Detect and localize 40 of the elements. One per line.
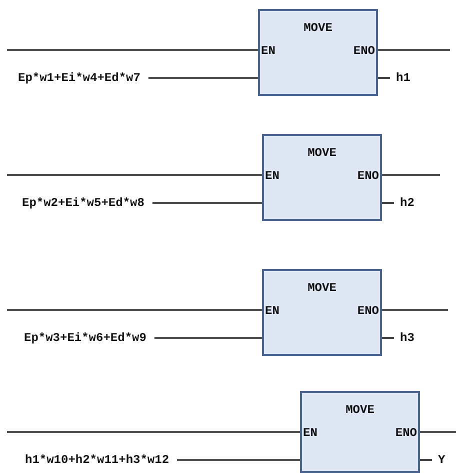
- pin-label: ENO: [357, 304, 379, 318]
- block-title: MOVE: [346, 403, 374, 417]
- block-title: MOVE: [308, 146, 336, 160]
- connection-line: [7, 431, 300, 433]
- connection-line: [420, 459, 432, 461]
- input-expression: h1*w10+h2*w11+h3*w12: [25, 453, 170, 467]
- connection-line: [382, 337, 394, 339]
- block-title: MOVE: [308, 281, 336, 295]
- connection-line: [7, 309, 262, 311]
- input-expression: Ep*w1+Ei*w4+Ed*w7: [18, 71, 140, 85]
- connection-line: [382, 309, 448, 311]
- pin-label: ENO: [357, 169, 379, 183]
- pin-label: EN: [265, 304, 280, 318]
- output-variable: Y: [438, 453, 446, 467]
- pin-label: EN: [265, 169, 280, 183]
- connection-line: [7, 174, 262, 176]
- block-title: MOVE: [304, 21, 332, 35]
- connection-line: [378, 77, 390, 79]
- input-expression: Ep*w2+Ei*w5+Ed*w8: [22, 196, 144, 210]
- function-block: [262, 134, 382, 221]
- pin-label: EN: [261, 44, 276, 58]
- connection-line: [154, 337, 262, 339]
- connection-line: [152, 202, 262, 204]
- connection-line: [148, 77, 258, 79]
- pin-label: ENO: [353, 44, 375, 58]
- connection-line: [378, 49, 450, 51]
- connection-line: [382, 174, 440, 176]
- connection-line: [7, 49, 258, 51]
- connection-line: [420, 431, 456, 433]
- connection-line: [382, 202, 394, 204]
- output-variable: h1: [396, 71, 410, 85]
- function-block: [258, 9, 378, 96]
- connection-line: [177, 459, 300, 461]
- pin-label: ENO: [395, 426, 417, 440]
- output-variable: h3: [400, 331, 414, 345]
- function-block: [300, 391, 420, 473]
- input-expression: Ep*w3+Ei*w6+Ed*w9: [24, 331, 146, 345]
- output-variable: h2: [400, 196, 414, 210]
- function-block: [262, 269, 382, 356]
- pin-label: EN: [303, 426, 318, 440]
